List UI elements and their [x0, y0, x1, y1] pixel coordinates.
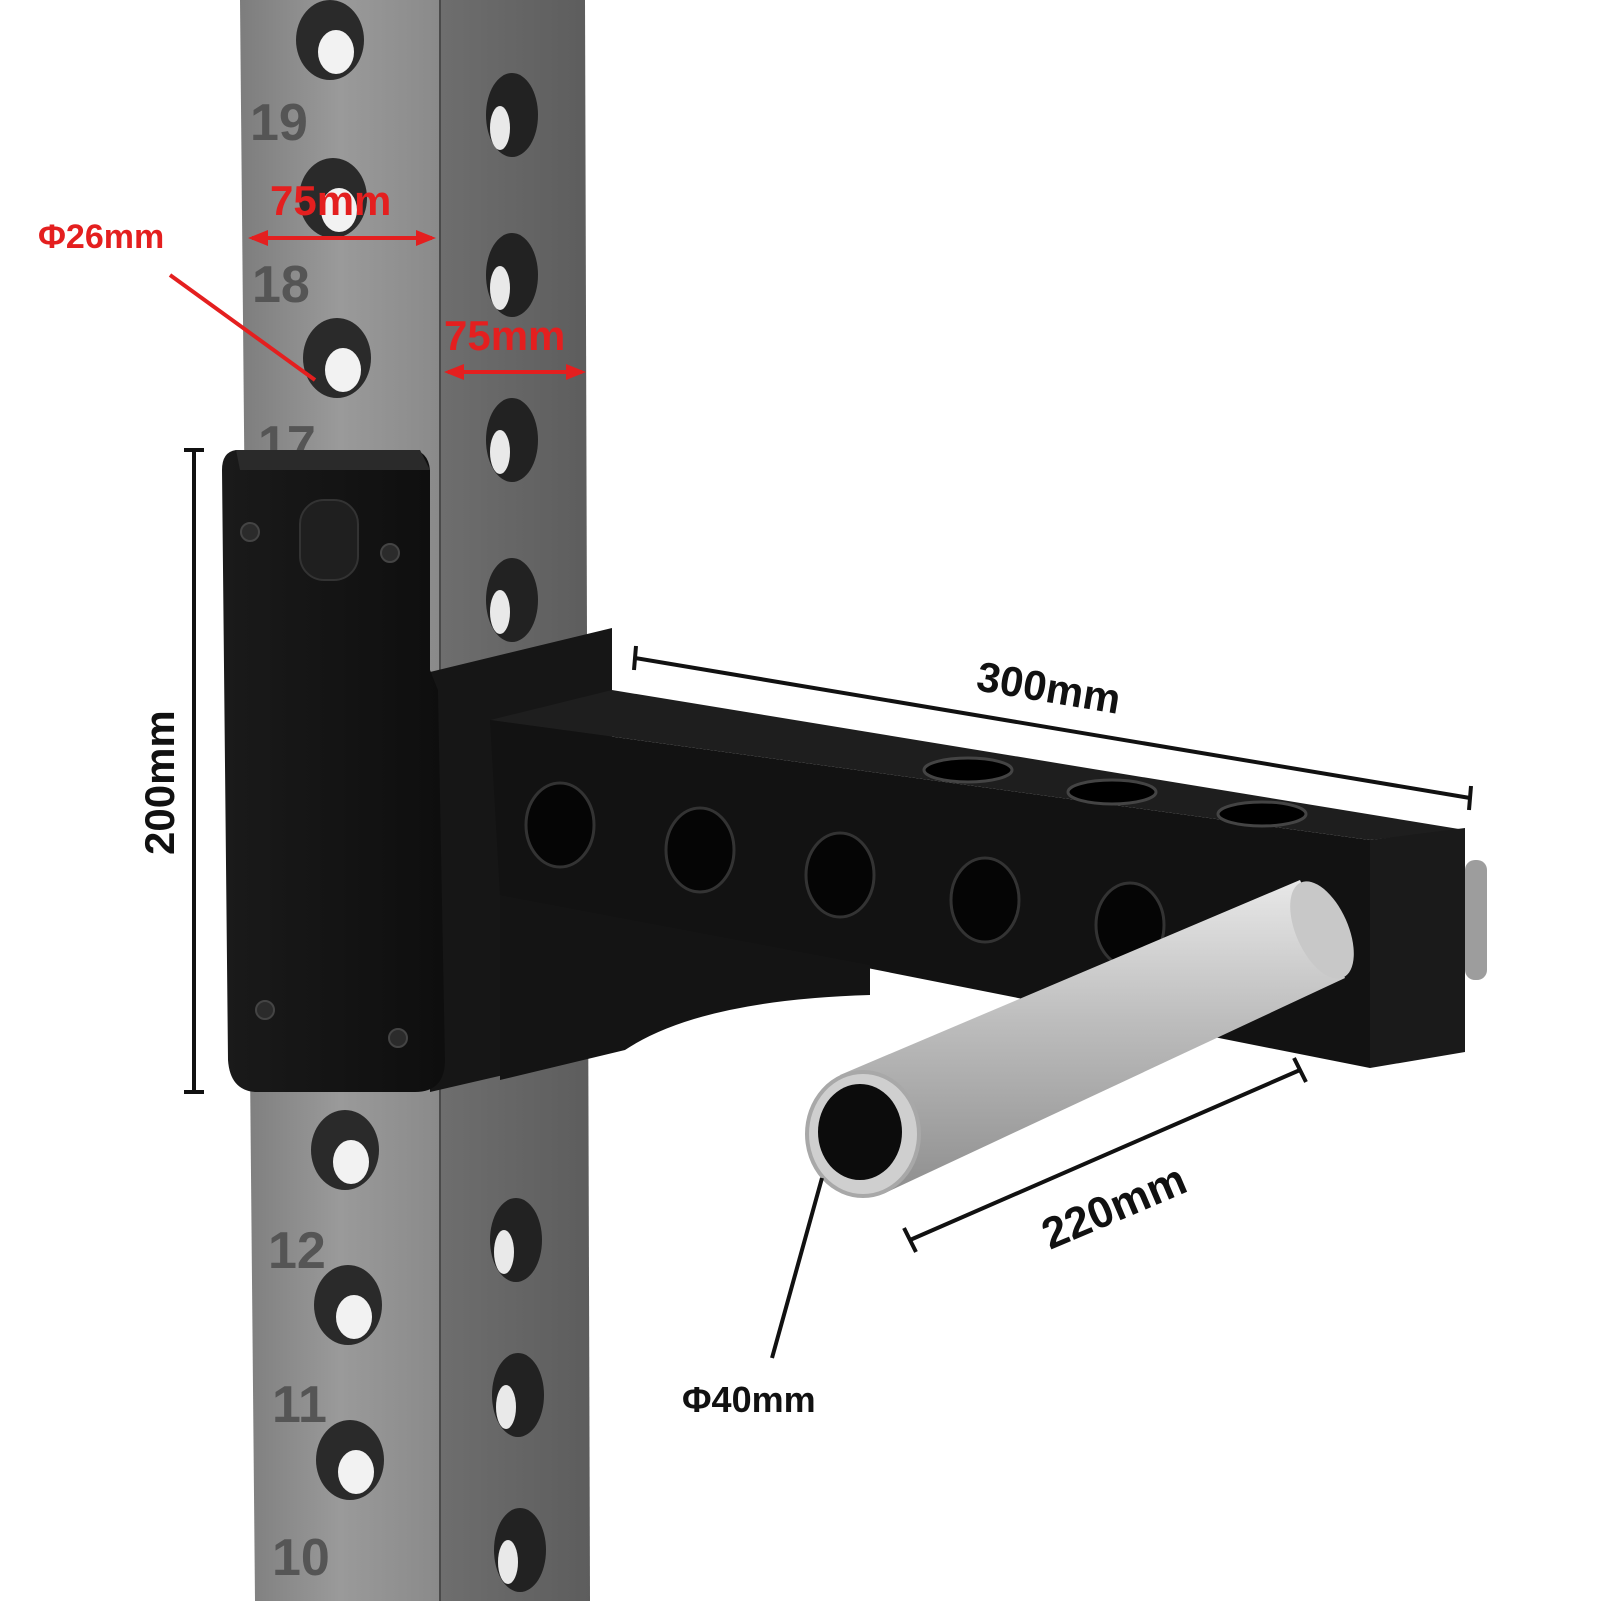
bolt-icon — [255, 1000, 275, 1020]
dimension-annotations: 75mm 75mm Φ26mm 200mm 300mm — [38, 177, 1473, 1420]
label-arm-length: 300mm — [974, 653, 1125, 723]
bracket-plate — [222, 450, 445, 1092]
label-pin-length: 220mm — [1035, 1155, 1194, 1259]
label-pin-diameter: Φ40mm — [682, 1379, 816, 1420]
dimension-bracket-height: 200mm — [136, 448, 204, 1094]
label-hole-diameter: Φ26mm — [38, 218, 164, 256]
storage-pin — [805, 880, 1354, 1198]
pop-pin-knob — [299, 499, 359, 581]
arm-end-face — [1370, 828, 1465, 1068]
hole-number-11: 11 — [272, 1376, 327, 1434]
arm-gusset — [500, 895, 870, 1080]
bolt-icon — [380, 543, 400, 563]
upright-front-holes — [296, 0, 384, 1500]
dimension-pin-diameter: Φ40mm — [682, 1177, 824, 1420]
hole-number-19: 19 — [250, 94, 308, 152]
bolt-icon — [388, 1028, 408, 1048]
dimension-upright-width-side: 75mm — [444, 312, 586, 380]
pin-end-hollow — [818, 1084, 902, 1180]
hole-number-12: 12 — [268, 1222, 326, 1280]
upright-post: 19 18 17 12 11 10 — [240, 0, 590, 1601]
bolt-icon — [240, 522, 260, 542]
upright-side-holes — [486, 73, 546, 1592]
dimension-hole-diameter: Φ26mm — [38, 218, 317, 382]
pin-barrel — [840, 880, 1345, 1193]
label-upright-width-side: 75mm — [444, 312, 565, 359]
hole-number-18: 18 — [252, 256, 310, 314]
dimension-upright-width-front: 75mm — [248, 177, 436, 246]
label-bracket-height: 200mm — [136, 710, 183, 855]
hole-number-10: 10 — [272, 1529, 330, 1587]
label-upright-width-front: 75mm — [270, 177, 391, 224]
